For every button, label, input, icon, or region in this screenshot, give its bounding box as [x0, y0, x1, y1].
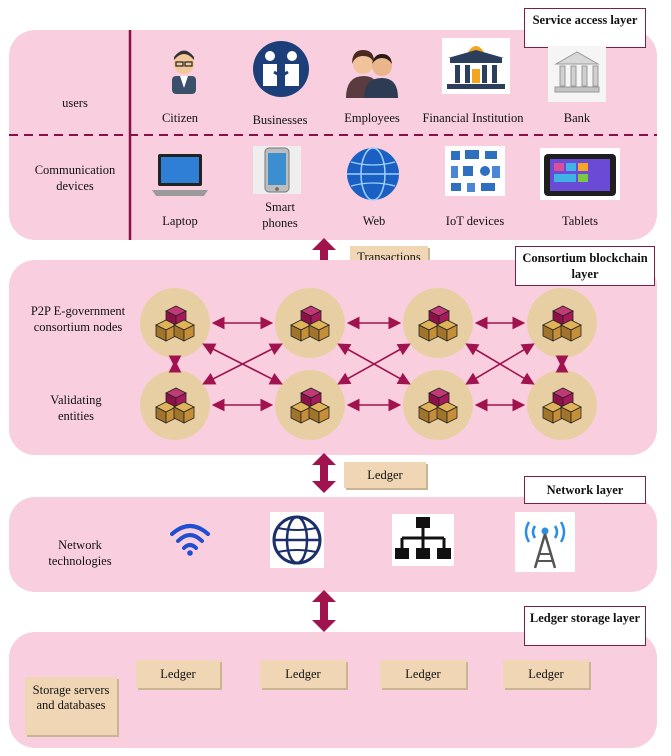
- blockchain-blocks-icon: [152, 385, 198, 430]
- validating-node: [527, 370, 597, 440]
- storage-servers-label: Storage servers and databases: [25, 677, 117, 735]
- ledger-item: Ledger: [260, 660, 346, 688]
- service-access-layer-tag: Service access layer: [524, 8, 646, 48]
- blockchain-blocks-icon: [415, 303, 461, 348]
- blockchain-blocks-icon: [287, 303, 333, 348]
- validating-node: [403, 370, 473, 440]
- businesses-handshake-icon: [253, 41, 309, 97]
- consortium-nodes-label: P2P E-government consortium nodes: [30, 304, 126, 334]
- ledger-storage-layer-tag: Ledger storage layer: [524, 606, 646, 646]
- laptop-icon: [152, 154, 208, 196]
- ledger-storage-layer: [9, 632, 657, 748]
- devices-label: Communication devices: [34, 163, 116, 193]
- consortium-node: [527, 288, 597, 358]
- ledger-item: Ledger: [136, 660, 220, 688]
- blockchain-blocks-icon: [152, 303, 198, 348]
- consortium-blockchain-layer-tag: Consortium blockchain layer: [515, 246, 655, 286]
- device-label-laptop: Laptop: [162, 214, 198, 228]
- user-label-citizen: Citizen: [161, 111, 199, 125]
- employees-icon: [346, 50, 398, 98]
- user-label-employees: Employees: [344, 111, 400, 125]
- globe-icon: [270, 512, 324, 568]
- device-label-web: Web: [362, 214, 386, 228]
- storage-double-arrow-icon: [312, 590, 336, 632]
- blockchain-blocks-icon: [415, 385, 461, 430]
- web-globe-icon: [347, 147, 399, 201]
- network-layer-tag: Network layer: [524, 476, 646, 504]
- iot-devices-icon: [445, 146, 505, 196]
- bank-icon: [548, 46, 606, 102]
- citizen-icon: [172, 50, 196, 94]
- tablet-icon: [540, 148, 620, 200]
- wifi-icon: [170, 524, 210, 556]
- network-technologies-label: Network technologies: [48, 538, 112, 568]
- validating-entities-label: Validating entities: [50, 393, 102, 423]
- cell-tower-icon: [515, 512, 575, 572]
- device-label-smart-phones: Smart phones: [262, 200, 298, 230]
- ledger-item: Ledger: [380, 660, 466, 688]
- smartphone-icon: [253, 146, 301, 194]
- validating-node: [140, 370, 210, 440]
- consortium-node: [275, 288, 345, 358]
- users-label: users: [62, 96, 88, 110]
- consortium-node: [403, 288, 473, 358]
- user-label-financial-institution: Financial Institution: [422, 111, 524, 125]
- ledger-double-arrow-icon: [312, 453, 336, 493]
- blockchain-blocks-icon: [539, 385, 585, 430]
- ledger-item: Ledger: [503, 660, 589, 688]
- device-label-tablets: Tablets: [562, 214, 598, 228]
- blockchain-blocks-icon: [287, 385, 333, 430]
- financial-institution-icon: [442, 38, 510, 94]
- device-label-iot-devices: IoT devices: [445, 214, 505, 228]
- consortium-node: [140, 288, 210, 358]
- validating-node: [275, 370, 345, 440]
- network-topology-icon: [392, 514, 454, 566]
- ledger-connector-label: Ledger: [344, 462, 426, 488]
- blockchain-blocks-icon: [539, 303, 585, 348]
- user-label-bank: Bank: [563, 111, 591, 125]
- user-label-businesses: Businesses: [252, 113, 308, 127]
